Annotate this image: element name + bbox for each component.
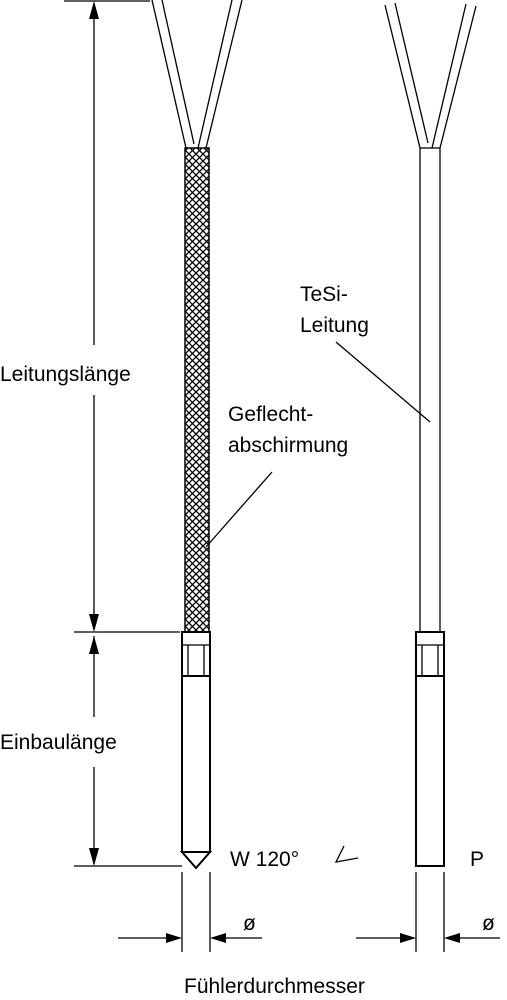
- tesi-label-line1: TeSi-: [300, 283, 348, 306]
- right-crimp-sleeve: [415, 631, 445, 677]
- braided-shield-cable: [184, 147, 210, 633]
- tesi-cable: [419, 147, 441, 633]
- left-lead-wire-right: [197, 0, 243, 149]
- braid-leader-line: [205, 471, 273, 548]
- tesi-label-line2: Leitung: [300, 314, 369, 337]
- right-diameter-label: ø: [482, 912, 495, 935]
- tesi-leader-line: [335, 341, 431, 423]
- braid-label-line1: Geflecht-: [228, 403, 313, 426]
- left-diameter-label: ø: [243, 912, 256, 935]
- install-length-dimension: [74, 636, 182, 867]
- right-lead-wire-right: [431, 3, 477, 149]
- right-sensor: [356, 2, 500, 952]
- cable-length-dimension: [64, 0, 180, 633]
- tip-angle-label: W 120°: [230, 848, 299, 871]
- tip-flat-label: P: [470, 848, 484, 871]
- right-diameter-arrows: [356, 933, 500, 943]
- left-diameter-arrows: [118, 933, 262, 943]
- install-length-label: Einbaulänge: [0, 731, 117, 754]
- right-lead-wire-left: [384, 2, 429, 149]
- cable-length-label: Leitungslänge: [0, 363, 131, 386]
- pointed-tip: [179, 851, 213, 870]
- left-probe-body: [181, 675, 211, 853]
- left-crimp-sleeve: [181, 631, 211, 677]
- angle-symbol: [334, 845, 359, 863]
- left-lead-wire-left: [151, 0, 195, 149]
- left-sensor: [118, 0, 262, 952]
- braid-label-line2: abschirmung: [228, 434, 348, 457]
- sensor-diameter-label: Fühlerdurchmesser: [184, 975, 365, 998]
- right-probe-body: [415, 675, 445, 867]
